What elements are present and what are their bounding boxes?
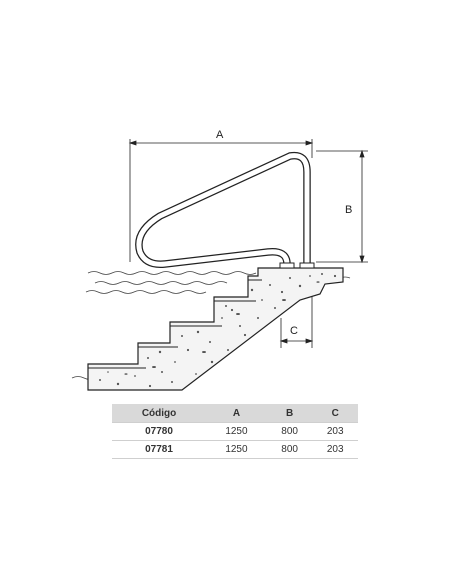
table-row: 07780 1250 800 203	[112, 422, 358, 441]
table-cell-c: 203	[312, 440, 358, 459]
table-header-row: Código A B C	[112, 404, 358, 423]
dimension-c-label: C	[290, 325, 298, 337]
dimension-a-label: A	[216, 129, 224, 141]
table-cell-a: 1250	[206, 440, 267, 459]
handrail-tube	[135, 151, 311, 268]
specification-table: Código A B C 07780 1250 800 203 07781 12…	[112, 404, 358, 459]
dimension-b-label: B	[345, 204, 352, 216]
column-header-code: Código	[112, 404, 207, 423]
pool-ladder-handrail-diagram: A B C	[71, 129, 368, 391]
handrail-anchors	[279, 262, 315, 269]
column-header-c: C	[312, 404, 358, 423]
table-cell-code: 07781	[112, 440, 207, 459]
dimension-a	[128, 139, 314, 262]
concrete-stairs	[87, 267, 344, 391]
table-cell-b: 800	[266, 422, 313, 441]
table-cell-c: 203	[312, 422, 358, 441]
dimension-b	[316, 149, 368, 264]
table-cell-a: 1250	[206, 422, 267, 441]
table-row: 07781 1250 800 203	[112, 440, 358, 459]
column-header-a: A	[206, 404, 267, 423]
table-cell-b: 800	[266, 440, 313, 459]
concrete-texture	[99, 273, 337, 388]
column-header-b: B	[266, 404, 313, 423]
table-cell-code: 07780	[112, 422, 207, 441]
step-edges	[88, 279, 262, 369]
